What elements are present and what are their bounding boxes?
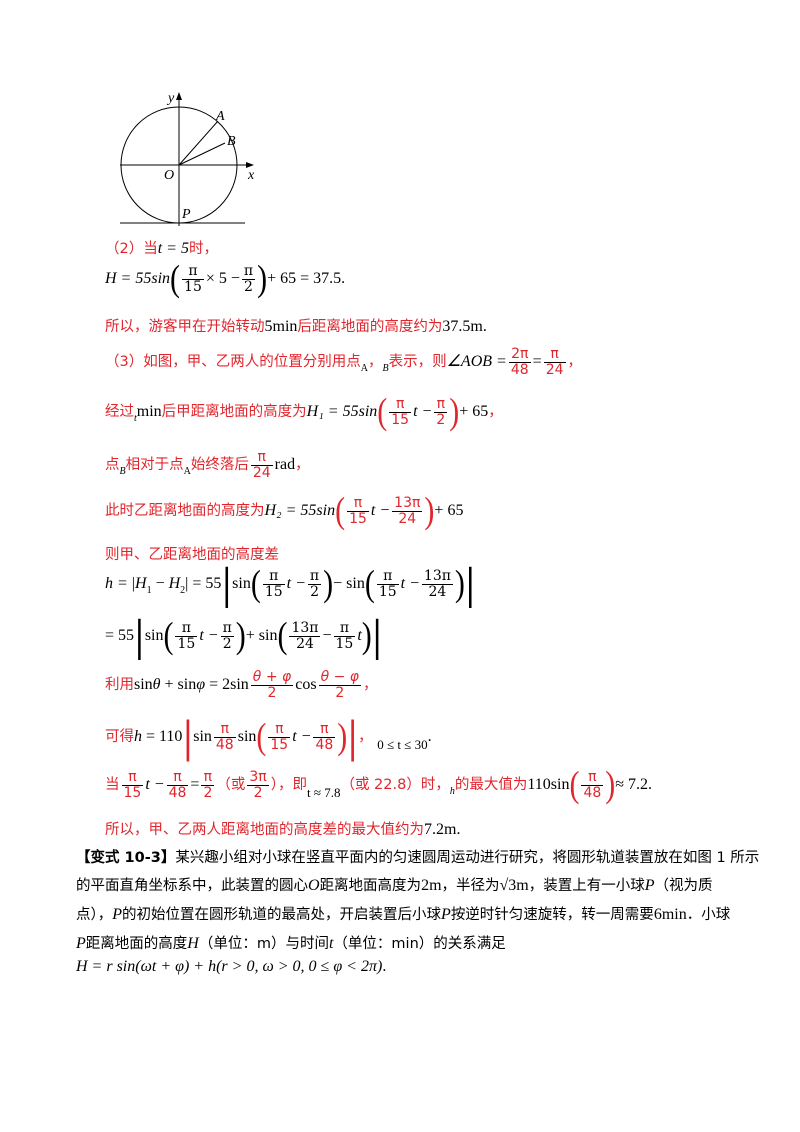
point-a-label: A [215,109,225,124]
axis-y-label: y [166,91,175,106]
problem-line-4: P距离地面的高度H（单位：m）与时间t（单位：min）的关系满足 [76,935,506,952]
problem-line-3: 点），P的初始位置在圆形轨道的最高处，开启装置后小球P按逆时针匀速旋转，转一周需… [76,906,731,923]
problem-label: 【变式 10-3】 [76,850,176,866]
origin-label: O [164,168,174,183]
point-b-label: B [227,134,236,149]
problem-line-2: 的平面直角坐标系中，此装置的圆心O距离地面高度为2m，半径为√3m，装置上有一小… [76,877,713,894]
part2-conclusion: 所以，游客甲在开始转动5min后距离地面的高度约为37.5m. [105,318,487,335]
problem-formula: H = r sin(ωt + φ) + h(r > 0, ω > 0, 0 ≤ … [76,958,387,975]
unit-circle-diagram: y x O A B P [120,91,255,226]
point-p-label: P [181,207,191,222]
part2-intro: （2）当t = 5时， [105,240,218,257]
problem-line-1: 【变式 10-3】某兴趣小组对小球在竖直平面内的匀速圆周运动进行研究，将圆形轨道… [76,850,760,866]
axis-x-label: x [247,168,255,183]
part3-diff-text: 则甲、乙距离地面的高度差 [105,547,279,563]
part3-final: 所以，甲、乙两人距离地面的高度差的最大值约为7.2m. [105,821,461,838]
